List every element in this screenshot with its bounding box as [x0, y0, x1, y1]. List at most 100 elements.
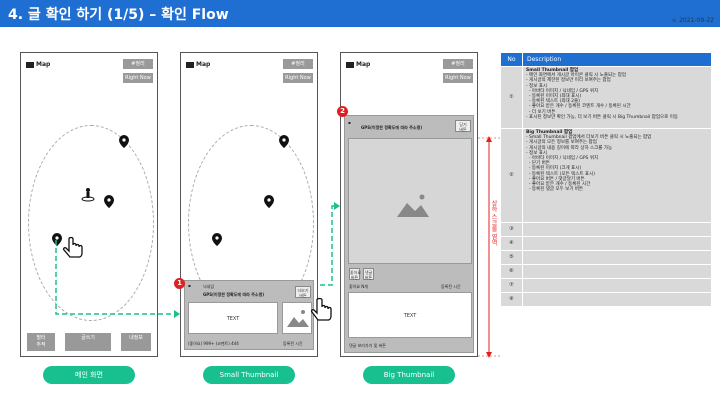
- page-header: 4. 글 확인 하기 (1/5) – 확인 Flow: [0, 0, 720, 27]
- description-line: - 좋아요 받은 개수 / 등록된 시간: [526, 182, 591, 188]
- description-line: - 아바타 이미지 / 닉네임 / GPS 위치: [526, 88, 599, 94]
- radius-circle: [28, 125, 154, 321]
- page-title: 4. 글 확인 하기 (1/5) – 확인 Flow: [8, 7, 229, 23]
- map-logo-icon: [26, 61, 34, 68]
- row-number: ⑧: [500, 292, 523, 307]
- caption-small-thumbnail: Small Thumbnail: [203, 366, 295, 384]
- row-number: ④: [500, 236, 523, 251]
- description-line: - 더 보기 버튼: [526, 109, 556, 115]
- time-label: 등록된 시간: [283, 341, 303, 346]
- row-number: ⑥: [500, 264, 523, 279]
- map-pin-icon[interactable]: [279, 135, 289, 148]
- map-logo-icon: [186, 61, 194, 68]
- row-description: Small Thumbnail 팝업- 메인 화면에서 게시글 아이콘 클릭 시…: [522, 66, 712, 129]
- comment-button[interactable]: 댓글 버튼: [363, 268, 374, 280]
- tag-button[interactable]: #정리: [283, 59, 313, 69]
- table-row: ⑥: [500, 264, 712, 279]
- row-number: ⑦: [500, 278, 523, 293]
- likes-count: 좋아요 N개: [349, 284, 368, 289]
- description-line: - 표시된 정보만 확인 가능, 더 보기 버튼 클릭 시 Big Thumbn…: [526, 114, 679, 120]
- map-pin-icon[interactable]: [212, 233, 222, 246]
- write-button[interactable]: 글쓰기: [65, 333, 111, 351]
- map-markers: [212, 135, 289, 246]
- map-pin-icon[interactable]: [264, 195, 274, 208]
- table-row: ④: [500, 236, 712, 251]
- row-number: ③: [500, 222, 523, 237]
- row-description: [522, 292, 712, 307]
- description-line: - 등록된 텍스트 (모든 텍스트 표시): [526, 171, 595, 177]
- big-thumbnail-card[interactable]: ▪ GPS(이정한 정확도에 따라 주소명) 닫기 버튼 좋아요 버튼 댓글 버…: [344, 115, 474, 353]
- gps-label: GPS(이정한 정확도에 따라 주소명): [361, 125, 423, 130]
- step-badge-1: 1: [174, 278, 185, 289]
- description-line: - 정보 표시: [526, 150, 548, 156]
- caption-main: 메인 화면: [43, 366, 135, 384]
- avatar: ▪: [188, 283, 191, 288]
- right-now-button[interactable]: Right Now: [283, 73, 313, 83]
- hand-pointer-icon: [62, 236, 83, 258]
- row-description: Big Thumbnail 팝업- Small Thumbnail 팝업에서 더…: [522, 128, 712, 223]
- table-row: ⑧: [500, 292, 712, 307]
- right-now-button[interactable]: Right Now: [123, 73, 153, 83]
- description-line: - 정보 표시: [526, 83, 548, 89]
- small-thumbnail-screen: Map #정리 Right Now ▪ 닉네임 GPS(이정한 정확도에 따라 …: [180, 52, 332, 357]
- header-no: No: [500, 52, 523, 67]
- description-line: - 좋아요 받은 개수 / 등록된 코멘트 개수 / 등록된 시간: [526, 104, 631, 110]
- view-comments-button[interactable]: 댓글 보러가기 및 버튼: [349, 343, 386, 348]
- row-description: [522, 236, 712, 251]
- description-title: Big Thumbnail 팝업: [526, 130, 573, 135]
- app-logo: Map: [26, 61, 50, 68]
- version-label: v. 2021-09-22: [672, 17, 714, 24]
- row-number: ⑤: [500, 250, 523, 265]
- map-pin-icon[interactable]: [119, 135, 129, 148]
- small-thumbnail-card[interactable]: ▪ 닉네임 GPS(이정한 정확도에 따라 주소명) 더보기 버튼 TEXT (…: [184, 280, 314, 350]
- right-now-button[interactable]: Right Now: [443, 73, 473, 83]
- description-line: - 닫기 버튼: [526, 161, 550, 167]
- avatar: ▪: [348, 120, 351, 125]
- full-text: TEXT: [348, 292, 472, 338]
- time-label: 등록된 시간: [441, 284, 461, 289]
- description-line: - 등록된 텍스트 (최대 2줄): [526, 99, 580, 105]
- description-line: - Small Thumbnail 팝업에서 더보기 버튼 클릭 시 노출되는 …: [526, 135, 652, 141]
- row-description: [522, 278, 712, 293]
- row-number: ②: [500, 128, 523, 223]
- description-line: - 아바타 이미지 / 닉네임 / GPS 위치: [526, 156, 599, 162]
- filter-button[interactable]: 필터 추적: [27, 333, 55, 351]
- map-pin-icon[interactable]: [52, 233, 62, 246]
- scroll-area-label: 상하 스크롤 영역: [490, 200, 497, 246]
- tag-button[interactable]: #정리: [443, 59, 473, 69]
- caption-big-thumbnail: Big Thumbnail: [363, 366, 455, 384]
- step-badge-2: 2: [337, 106, 348, 117]
- header-description: Description: [522, 52, 712, 67]
- nickname-label: 닉네임: [203, 284, 215, 289]
- app-logo: Map: [186, 61, 210, 68]
- table-row: ⑤: [500, 250, 712, 265]
- description-line: - 게시글의 내용 길이에 따라 상하 스크롤 가능: [526, 145, 613, 151]
- image-icon: [397, 194, 429, 217]
- user-location-icon: [81, 188, 95, 202]
- map-pin-icon[interactable]: [104, 195, 114, 208]
- description-title: Small Thumbnail 팝업: [526, 68, 579, 73]
- description-line: - 등록된 이미지 (최대 표시): [526, 94, 582, 100]
- close-button[interactable]: 닫기 버튼: [455, 120, 471, 132]
- row-description: [522, 250, 712, 265]
- gps-label: GPS(이정한 정확도에 따라 주소명): [203, 292, 265, 297]
- hand-pointer-icon: [310, 297, 332, 321]
- image-icon: [287, 310, 309, 327]
- description-line: - 등록된 이미지 (크게 표시): [526, 166, 582, 172]
- stats-label: (좋아요) 999+ (코멘트) 444: [188, 341, 239, 346]
- image-preview: [282, 302, 312, 334]
- tag-button[interactable]: #정리: [123, 59, 153, 69]
- more-button[interactable]: 더보기 버튼: [295, 286, 311, 298]
- my-info-button[interactable]: 내정보: [121, 333, 151, 351]
- row-number: ①: [500, 66, 523, 129]
- like-button[interactable]: 좋아요 버튼: [349, 268, 362, 280]
- description-line: - 게시글의 제한된 정보만 미리 보여주는 팝업: [526, 78, 611, 84]
- large-image: [348, 138, 472, 264]
- row-description: [522, 264, 712, 279]
- big-thumbnail-screen: Map #정리 Right Now ▪ GPS(이정한 정확도에 따라 주소명)…: [340, 52, 478, 357]
- main-screen: Map #정리 Right Now 필터 추적 글쓰기 내정보: [20, 52, 158, 357]
- description-line: - 메인 화면에서 게시글 아이콘 클릭 시 노출되는 팝업: [526, 73, 627, 79]
